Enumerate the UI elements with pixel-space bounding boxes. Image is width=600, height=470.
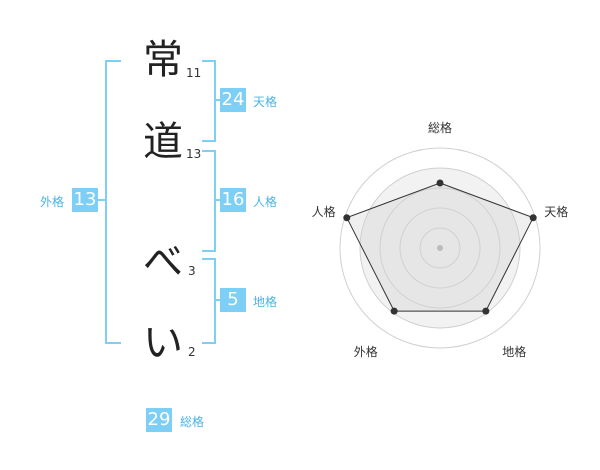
- radar-axis-label: 総格: [428, 120, 452, 135]
- name-char-1: 常: [143, 37, 183, 83]
- tenkaku-label: 天格: [253, 95, 278, 109]
- soukaku-value: 29: [146, 408, 172, 432]
- tenkaku-bracket: [202, 60, 216, 142]
- radar-axis-label: 地格: [502, 344, 526, 359]
- tenkaku-value: 24: [220, 88, 246, 112]
- chikaku-value: 5: [220, 288, 246, 312]
- chikaku-connector: [215, 299, 221, 301]
- jinkaku-connector: [215, 199, 221, 201]
- chikaku-label: 地格: [253, 295, 278, 309]
- gaikaku-connector: [97, 199, 105, 201]
- name-char-3: べ: [143, 239, 183, 285]
- stroke-count-1: 11: [186, 66, 202, 80]
- name-char-2: 道: [143, 119, 183, 165]
- stroke-count-4: 2: [188, 345, 196, 359]
- stroke-count-2: 13: [186, 147, 202, 161]
- gaikaku-value: 13: [72, 188, 98, 212]
- radar-ring: [359, 167, 521, 329]
- radar-center: [437, 245, 443, 251]
- chikaku-bracket: [202, 258, 216, 344]
- stroke-count-3: 3: [188, 264, 196, 278]
- radar-point: [343, 214, 351, 222]
- radar-axis-label: 人格: [312, 204, 336, 219]
- radar-axis-label: 外格: [354, 344, 378, 359]
- jinkaku-value: 16: [220, 188, 246, 212]
- radar-ring: [379, 187, 501, 309]
- tenkaku-connector: [215, 99, 221, 101]
- radar-point: [529, 214, 537, 222]
- radar-points: [343, 179, 537, 315]
- radar-point: [482, 307, 490, 315]
- radar-point: [436, 179, 444, 187]
- radar-axis-label: 天格: [544, 204, 568, 219]
- radar-ring: [419, 227, 461, 269]
- soukaku-label: 総格: [180, 415, 205, 429]
- gaikaku-label: 外格: [40, 195, 65, 209]
- jinkaku-label: 人格: [253, 195, 278, 209]
- radar-point: [390, 307, 398, 315]
- jinkaku-bracket: [202, 150, 216, 252]
- gaikaku-bracket: [105, 60, 121, 344]
- name-char-4: い: [143, 320, 183, 366]
- radar-ring: [399, 207, 481, 289]
